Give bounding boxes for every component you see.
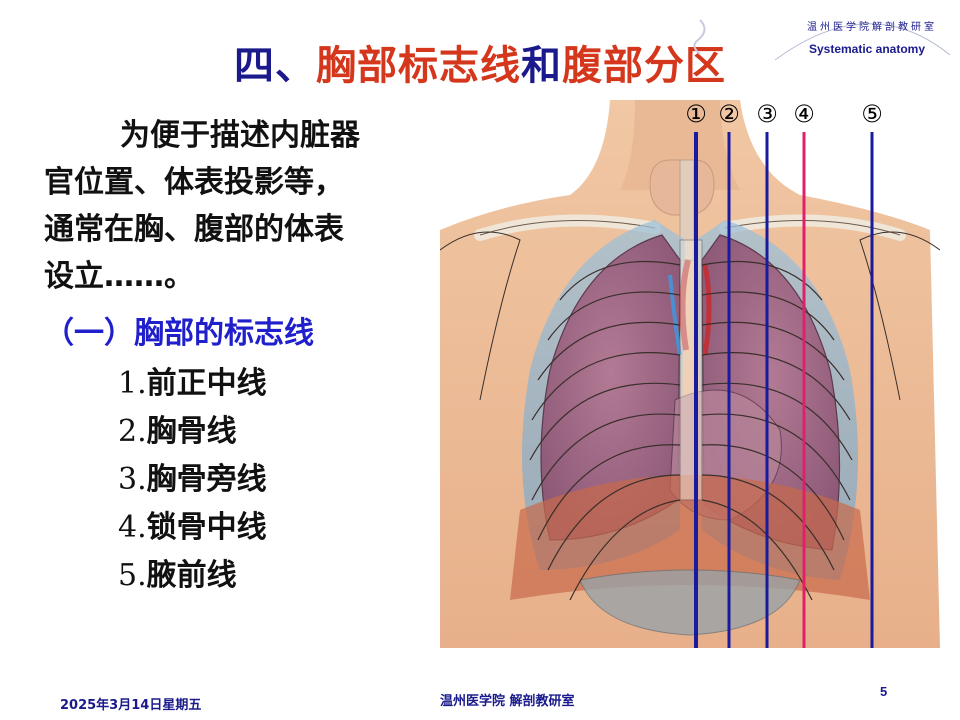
landmark-line-list: 1.前正中线 2.胸骨线 3.胸骨旁线 4.锁骨中线 5.腋前线 [118,360,418,600]
logo-english-text: Systematic anatomy [808,42,926,56]
line-marker-4: ④ [793,100,815,128]
title-conjunction: 和 [521,43,562,89]
logo-arc-icon [693,19,951,61]
list-item: 3.胸骨旁线 [118,462,267,497]
paragraph-line: 为便于描述内脏器 [120,118,360,153]
section-heading: （一）胸部的标志线 [44,316,314,351]
line-marker-1: ① [685,100,707,128]
thorax-figure-graphic [440,100,940,648]
intro-paragraph: 为便于描述内脏器 官位置、体表投影等， 通常在胸、腹部的体表 设立……。 [44,112,424,300]
title-prefix: 四、 [234,43,316,89]
title-part-chest-lines: 胸部标志线 [316,43,521,89]
list-item: 2.胸骨线 [118,414,237,449]
list-item: 4.锁骨中线 [118,510,267,545]
page-number: 5 [880,684,888,699]
paragraph-line: 通常在胸、腹部的体表 [44,212,344,247]
footer-date: 2025年3月14日星期五 [60,698,202,713]
footer-institution: 温州医学院 解剖教研室 [440,694,575,709]
line-marker-3: ③ [756,100,778,128]
line-marker-2: ② [718,100,740,128]
list-item: 5.腋前线 [118,558,237,593]
paragraph-line: 官位置、体表投影等， [44,165,344,200]
logo-chinese-text: 温州医学院解剖教研室 [807,22,937,33]
thorax-anatomy-illustration [440,100,940,648]
department-logo: 温州医学院解剖教研室 Systematic anatomy [680,0,960,100]
list-item: 1.前正中线 [118,366,267,401]
paragraph-line: 设立……。 [44,259,194,294]
line-marker-5: ⑤ [861,100,883,128]
